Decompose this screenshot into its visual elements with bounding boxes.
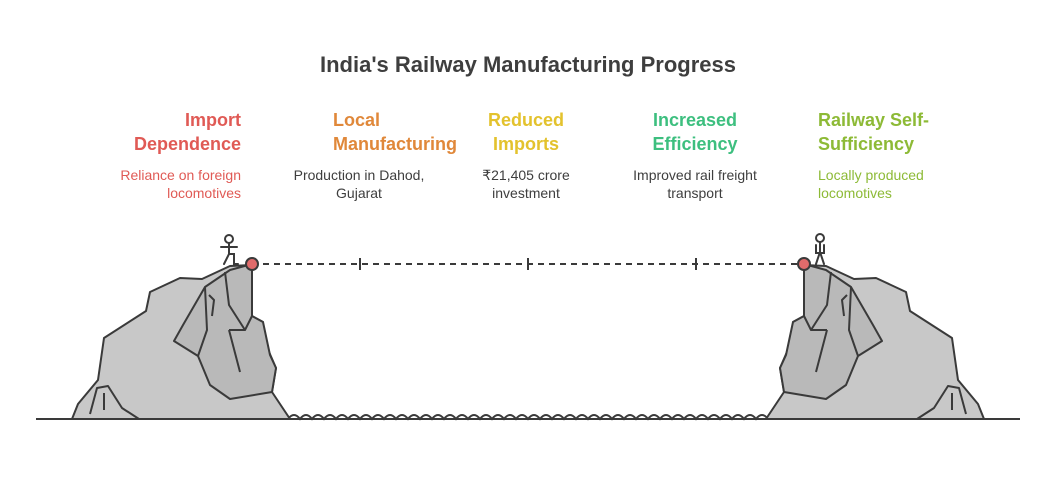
person-stepping-icon [220,234,239,265]
stage-description: ₹21,405 crore investment [482,167,570,201]
stage-description: Improved rail freight transport [633,167,757,201]
stage-heading: Reduced Imports [487,110,565,154]
stage-heading: Local Manufacturing [333,110,457,154]
stage-heading: Railway Self-Sufficiency [818,110,930,154]
water-waves [287,414,769,421]
stage-heading: Import Dependence [133,110,241,154]
stage-description: Production in Dahod, Gujarat [293,167,425,201]
person-standing-icon [815,233,825,265]
end-marker [797,257,811,271]
stage-import-dependence: Import Dependence Reliance on foreign lo… [96,108,241,202]
page-title: India's Railway Manufacturing Progress [319,52,736,77]
stage-increased-efficiency: Increased Efficiency Improved rail freig… [620,108,770,202]
right-cliff [765,263,985,420]
stage-description: Locally produced locomotives [818,167,924,201]
left-cliff [71,263,291,420]
stage-local-manufacturing: Local Manufacturing Production in Dahod,… [291,108,457,202]
stage-description: Reliance on foreign locomotives [120,167,241,201]
stage-reduced-imports: Reduced Imports ₹21,405 crore investment [456,108,596,202]
start-marker [245,257,259,271]
stage-railway-self-sufficiency: Railway Self-Sufficiency Locally produce… [818,108,958,202]
stage-heading: Increased Efficiency [652,110,738,154]
